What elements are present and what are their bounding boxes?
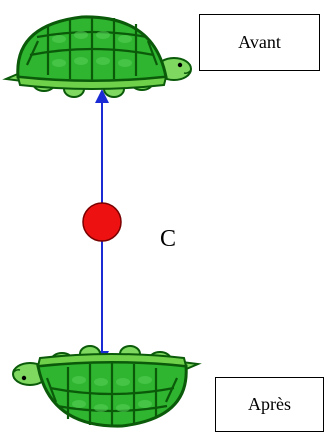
turtle-top-icon <box>4 15 193 99</box>
after-label-box: Après <box>215 377 324 432</box>
center-point-icon <box>82 202 122 242</box>
turtle-bottom-icon <box>11 344 200 428</box>
after-label: Après <box>248 394 291 414</box>
before-label: Avant <box>238 32 281 52</box>
center-label: C <box>160 226 177 252</box>
before-label-box: Avant <box>199 14 320 71</box>
